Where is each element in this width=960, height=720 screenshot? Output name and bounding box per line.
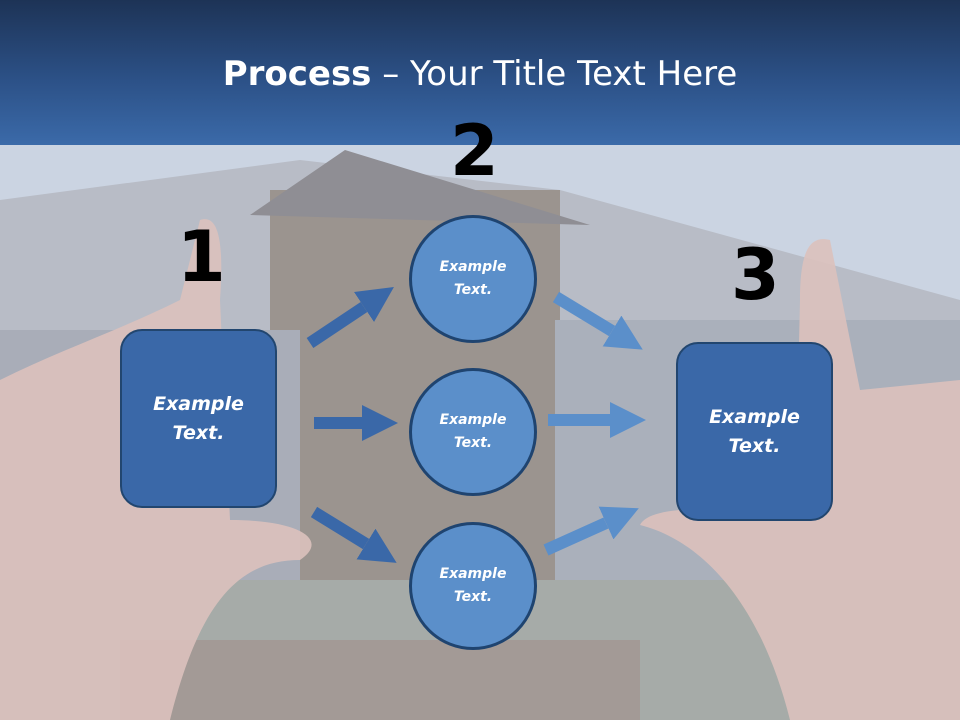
title-bold: Process: [222, 54, 372, 94]
title-rest: – Your Title Text Here: [371, 54, 738, 94]
circle-3-line1: Example: [439, 566, 507, 582]
circle-3-line2: Text.: [453, 589, 493, 605]
step-number-2: 2: [450, 110, 499, 192]
arrow-from-circle-1: [552, 291, 643, 350]
slide-title: Process – Your Title Text Here: [0, 54, 960, 94]
right-box-line1: Example: [709, 405, 800, 428]
arrow-to-circle-1: [306, 287, 394, 348]
arrow-to-circle-3: [310, 506, 397, 563]
circle-1-line2: Text.: [453, 282, 493, 298]
title-bar: Process – Your Title Text Here: [0, 0, 960, 145]
circle-2-line2: Text.: [453, 435, 493, 451]
right-box-line2: Text.: [728, 434, 781, 457]
left-box-line2: Text.: [172, 421, 225, 444]
arrow-from-circle-3: [543, 506, 639, 556]
step-number-1: 1: [177, 216, 226, 298]
step-number-3: 3: [731, 234, 780, 316]
left-box-line1: Example: [153, 392, 244, 415]
circle-2-line1: Example: [439, 412, 507, 428]
circle-1-line1: Example: [439, 259, 507, 275]
